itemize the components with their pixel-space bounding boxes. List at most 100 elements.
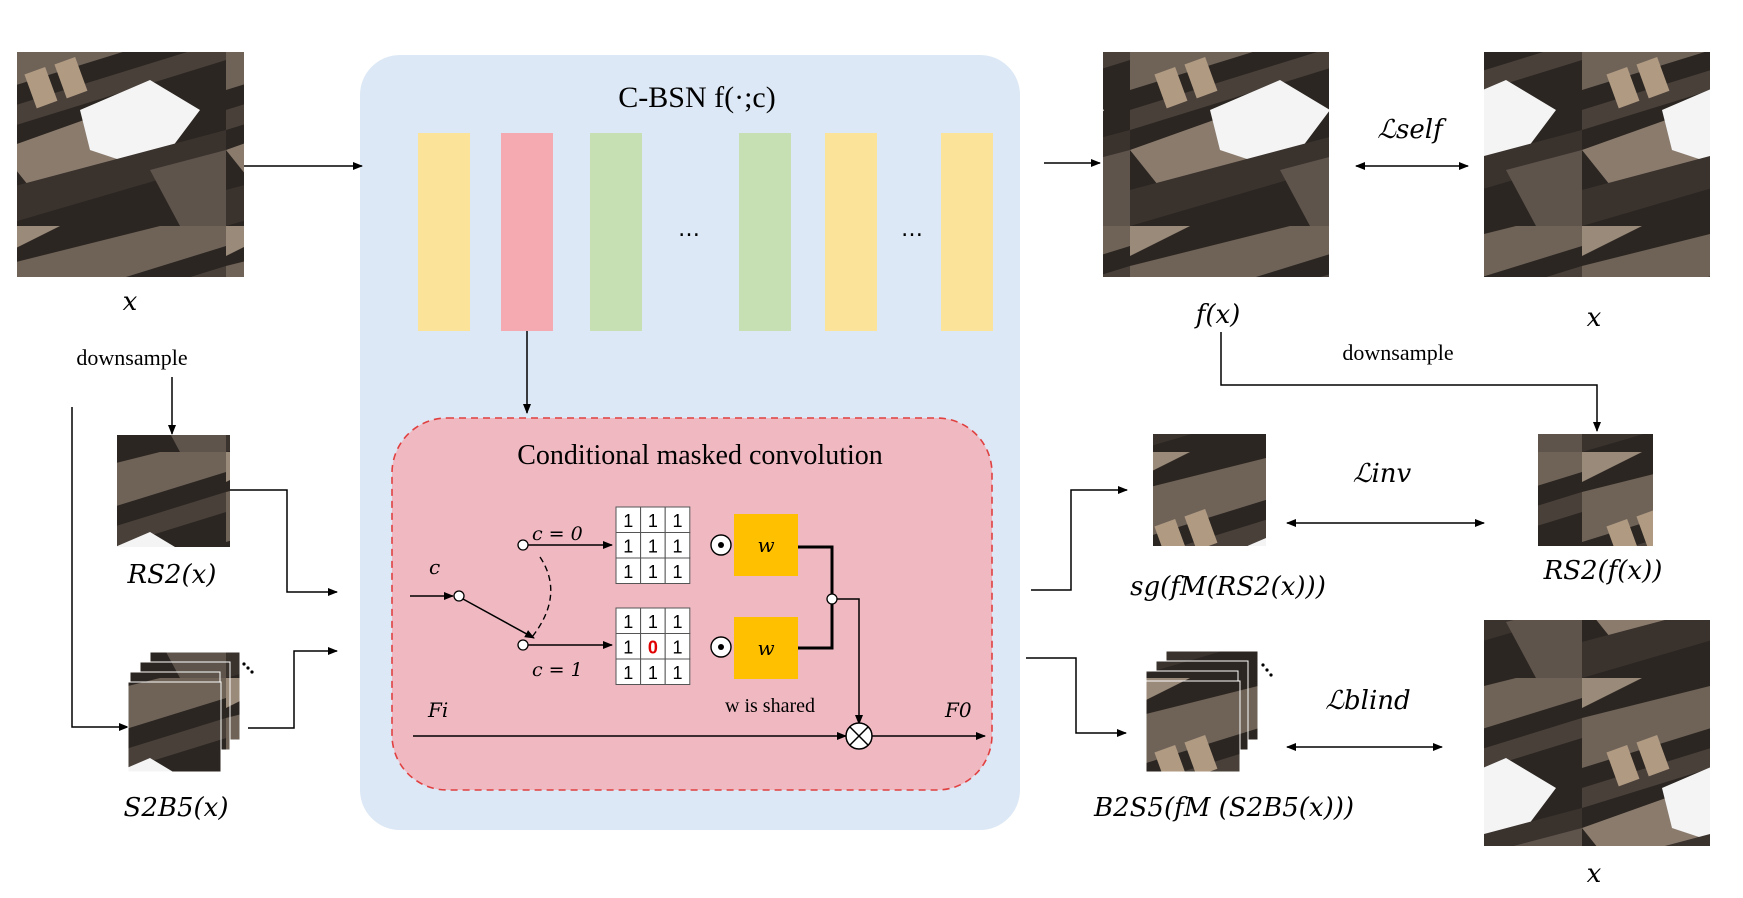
arrow-rs2-to-cbsn <box>230 489 338 596</box>
arrow-merge-to-mult <box>837 598 863 725</box>
mask-cell <box>664 506 691 533</box>
mask-cell <box>640 658 666 685</box>
mask-cell-value: 1 <box>672 663 682 683</box>
linv-label: ℒinv <box>1353 459 1412 489</box>
stack-dot-right-1 <box>1261 663 1265 667</box>
switch-pivot <box>453 590 465 602</box>
mask-cell-value: 1 <box>648 536 658 556</box>
cbsn-title: C-BSN f(·;c) <box>618 81 775 114</box>
output-image-fx <box>1103 52 1329 277</box>
stack-dot-left-2 <box>246 666 250 670</box>
mask-cell-value: 1 <box>672 536 682 556</box>
input-image-x <box>17 52 244 277</box>
layer-ellipsis-2: … <box>901 217 923 242</box>
otimes-cross-2 <box>849 726 869 746</box>
odot-dot-top <box>718 542 724 548</box>
mask-cell-value: 1 <box>648 663 658 683</box>
cmc-panel <box>391 417 993 791</box>
mask-cell-value: 1 <box>623 562 633 582</box>
stack-dot-left-3 <box>250 670 254 674</box>
fo-label: F0 <box>944 698 972 722</box>
mask-cell-value: 1 <box>672 511 682 531</box>
target-image-x-top <box>1484 52 1710 277</box>
stack-dot-right-3 <box>1269 673 1273 677</box>
merge-line-bottom <box>798 603 834 650</box>
switch-node-c1 <box>517 639 529 651</box>
input-x-label: x <box>123 287 138 317</box>
x-bottom-label: x <box>1587 859 1602 889</box>
b2s5-label: B2S5(fM (S2B5(x))) <box>1093 793 1354 823</box>
switch-dashed-arc <box>531 556 552 638</box>
layer-ellipsis-1: … <box>678 217 700 242</box>
image-sg <box>1153 434 1266 546</box>
cmc-title: Conditional masked convolution <box>517 440 883 471</box>
arrow-x-to-s2b5 <box>71 407 129 731</box>
cmc-c-label: c <box>429 555 440 579</box>
fi-label: Fi <box>427 698 448 722</box>
arrow-cbsn-to-sg <box>1031 486 1128 591</box>
weight-label-top: w <box>757 533 774 557</box>
rs2-label: RS2(x) <box>127 560 217 590</box>
mask-cell-value: 1 <box>623 536 633 556</box>
downsample-left: downsample <box>76 345 187 370</box>
shared-note: w is shared <box>725 695 815 717</box>
cmc-c1-label: c = 1 <box>532 659 583 681</box>
mask-cell-value: 1 <box>623 511 633 531</box>
layer-bar-2 <box>501 133 553 331</box>
lself-label: ℒself <box>1377 115 1447 145</box>
mask-cell-value: 1 <box>623 612 633 632</box>
layer-bar-5 <box>825 133 877 331</box>
arrow-s2b5-to-cbsn <box>248 647 338 729</box>
image-rs2f <box>1538 434 1653 546</box>
mask-cell <box>640 532 666 559</box>
mask-cell-value: 1 <box>623 663 633 683</box>
mask-cell <box>664 532 691 559</box>
mask-cell-value: 1 <box>672 612 682 632</box>
weight-box-bottom <box>734 617 798 679</box>
mask-cell-masked-value: 0 <box>648 637 658 657</box>
image-s2b5 <box>127 681 222 773</box>
layer-bar-6 <box>941 133 993 331</box>
mask-cell <box>640 607 666 634</box>
odot-dot-bottom <box>718 644 724 650</box>
lblind-label: ℒblind <box>1325 686 1410 716</box>
stack-dot-right-2 <box>1265 668 1269 672</box>
mask-cell <box>664 607 691 634</box>
cmc-c0-label: c = 0 <box>532 523 583 545</box>
arrow-cbsn-to-b2s5 <box>1026 657 1127 737</box>
rs2f-label: RS2(f(x)) <box>1543 556 1663 586</box>
layer-bar-4 <box>739 133 791 331</box>
layer-bar-3 <box>590 133 642 331</box>
merge-line-top <box>798 545 834 595</box>
mask-cell <box>664 557 691 584</box>
mask-cell <box>664 658 691 685</box>
mask-cell-value: 1 <box>648 511 658 531</box>
arrow-fx-to-rs2f <box>1220 332 1601 432</box>
s2b5-label: S2B5(x) <box>124 793 229 823</box>
stack-dot-left-1 <box>242 662 246 666</box>
mask-cell-value: 1 <box>648 612 658 632</box>
mask-cell <box>664 633 691 660</box>
mask-cell-value: 1 <box>623 637 633 657</box>
layer-bar-1 <box>418 133 470 331</box>
mask-cell-value: 1 <box>672 562 682 582</box>
downsample-right: downsample <box>1342 340 1453 365</box>
mask-cell-value: 1 <box>672 637 682 657</box>
image-rs2 <box>117 435 230 547</box>
weight-box-top <box>734 514 798 576</box>
target-image-x-bottom <box>1484 620 1710 846</box>
switch-node-c0 <box>517 539 529 551</box>
merge-node <box>826 593 838 605</box>
weight-label-bottom: w <box>757 636 774 660</box>
switch-arm <box>462 598 535 639</box>
fx-label: f(x) <box>1194 300 1241 330</box>
mask-cell <box>615 658 642 685</box>
mask-cell <box>640 633 666 660</box>
image-b2s5 <box>1145 680 1241 773</box>
mask-cell <box>640 506 666 533</box>
sg-label: sg(fM(RS2(x))) <box>1130 572 1326 602</box>
mask-cell-value: 1 <box>648 562 658 582</box>
